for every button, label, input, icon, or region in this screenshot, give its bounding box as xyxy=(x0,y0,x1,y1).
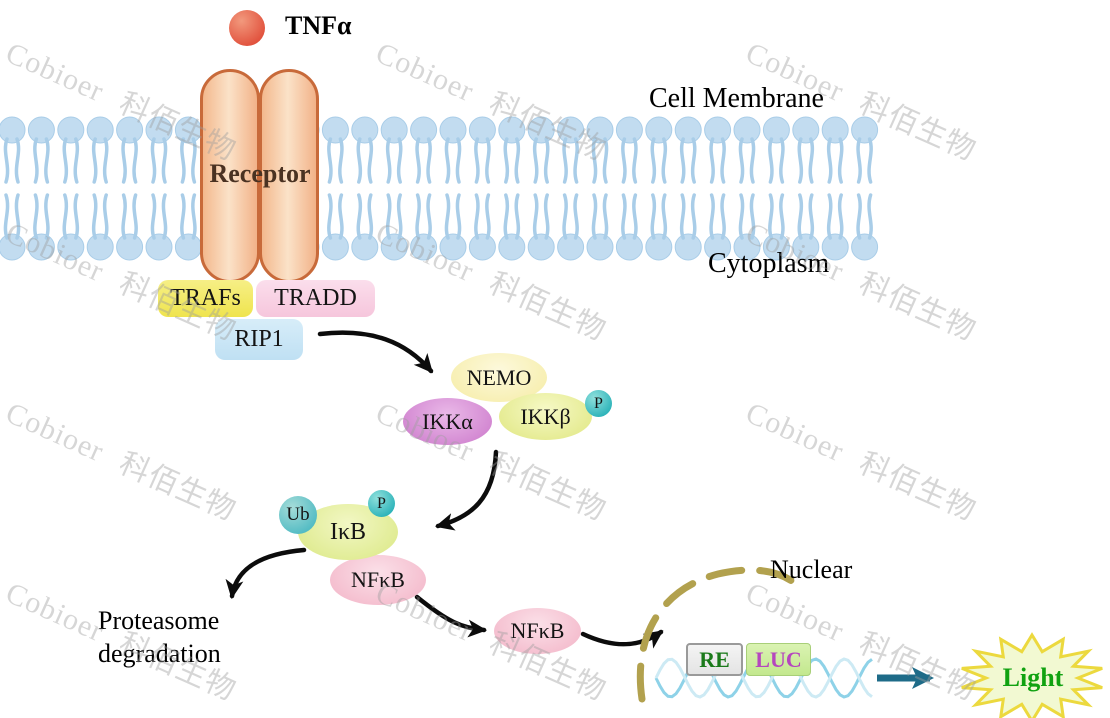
nfkb-protein-translocating: NFκB xyxy=(494,608,581,654)
proteasome-degradation-label: Proteasome degradation xyxy=(98,606,221,668)
rip1-protein: RIP1 xyxy=(215,319,303,360)
nfkb-protein-cytosol: NFκB xyxy=(330,555,426,605)
trafs-protein: TRAFs xyxy=(158,280,253,317)
nuclear-label: Nuclear xyxy=(770,555,853,584)
ubiquitin-badge: Ub xyxy=(279,496,317,534)
nemo-protein: NEMO xyxy=(451,353,547,402)
cell-membrane-label: Cell Membrane xyxy=(649,83,824,114)
response-element-box: RE xyxy=(686,643,743,676)
arrow-ikk-to-ikb xyxy=(435,449,499,531)
arrow-rip1-to-ikk xyxy=(317,330,434,374)
cytoplasm-label: Cytoplasm xyxy=(708,248,830,279)
receptor-subunit-left xyxy=(200,69,260,283)
nuclear-membrane-arc xyxy=(636,566,805,703)
phospho-badge-ikk: P xyxy=(585,390,612,417)
ikb-protein: IκB xyxy=(298,504,398,560)
phospho-badge-ikb: P xyxy=(368,490,395,517)
receptor-subunit-right xyxy=(259,69,319,283)
arrow-nfkb-release xyxy=(414,594,487,638)
light-output-label: Light xyxy=(1002,663,1064,692)
arrow-ikb-to-proteasome xyxy=(225,547,307,599)
tnfa-ligand-icon xyxy=(229,10,265,46)
tnfa-label: TNFα xyxy=(285,11,352,40)
light-starburst-icon xyxy=(961,632,1103,718)
luciferase-gene-box: LUC xyxy=(746,643,811,676)
ikk-beta-protein: IKKβ xyxy=(499,393,592,440)
receptor-label: Receptor xyxy=(209,159,311,188)
dna-strand-2-icon xyxy=(654,657,873,699)
signal-arrows xyxy=(225,330,664,649)
arrow-nfkb-to-nucleus xyxy=(580,629,664,649)
tradd-protein: TRADD xyxy=(256,280,375,317)
lipid-bilayer xyxy=(0,115,880,262)
ikk-alpha-protein: IKKα xyxy=(403,398,492,445)
